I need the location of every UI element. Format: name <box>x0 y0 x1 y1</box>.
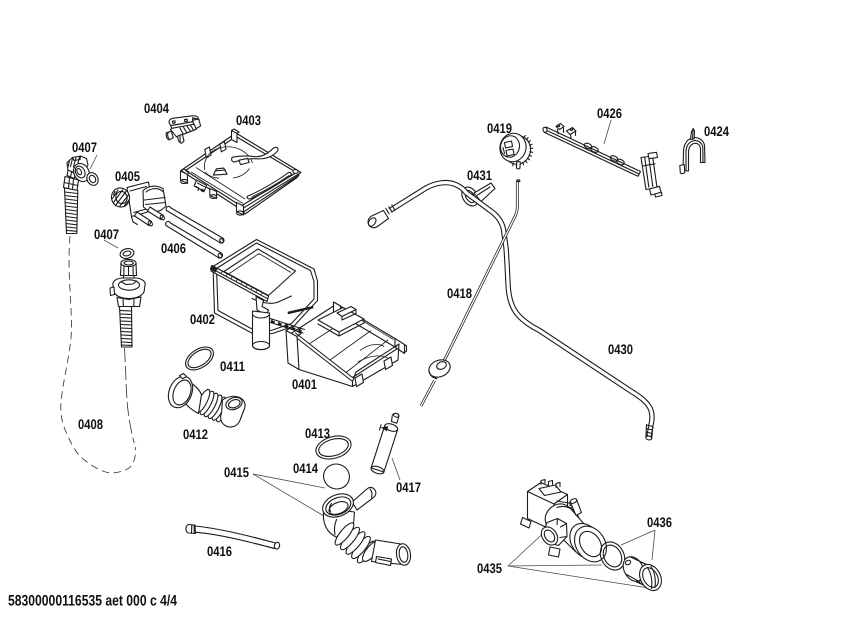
svg-text:0416: 0416 <box>207 544 232 559</box>
svg-text:0415: 0415 <box>224 465 249 480</box>
svg-text:0426: 0426 <box>597 106 622 121</box>
svg-text:0436: 0436 <box>647 515 672 530</box>
svg-text:0408: 0408 <box>78 417 103 432</box>
svg-text:0405: 0405 <box>115 169 140 184</box>
svg-text:0401: 0401 <box>292 377 317 392</box>
svg-text:0402: 0402 <box>190 312 215 327</box>
svg-text:0418: 0418 <box>447 286 472 301</box>
svg-text:0404: 0404 <box>144 101 169 116</box>
svg-text:0406: 0406 <box>161 241 186 256</box>
svg-text:0430: 0430 <box>608 342 633 357</box>
svg-text:0417: 0417 <box>396 480 421 495</box>
svg-text:0435: 0435 <box>477 561 502 576</box>
svg-text:0413: 0413 <box>305 426 330 441</box>
svg-text:0419: 0419 <box>487 121 512 136</box>
svg-text:0403: 0403 <box>236 113 261 128</box>
svg-text:0407: 0407 <box>94 227 119 242</box>
svg-text:0411: 0411 <box>220 359 245 374</box>
svg-text:0412: 0412 <box>183 427 208 442</box>
svg-text:58300000116535 aet 000 c 4/4: 58300000116535 aet 000 c 4/4 <box>8 593 177 610</box>
svg-text:0407: 0407 <box>72 140 97 155</box>
svg-text:0424: 0424 <box>704 124 729 139</box>
svg-text:0431: 0431 <box>467 168 492 183</box>
svg-text:0414: 0414 <box>293 461 318 476</box>
